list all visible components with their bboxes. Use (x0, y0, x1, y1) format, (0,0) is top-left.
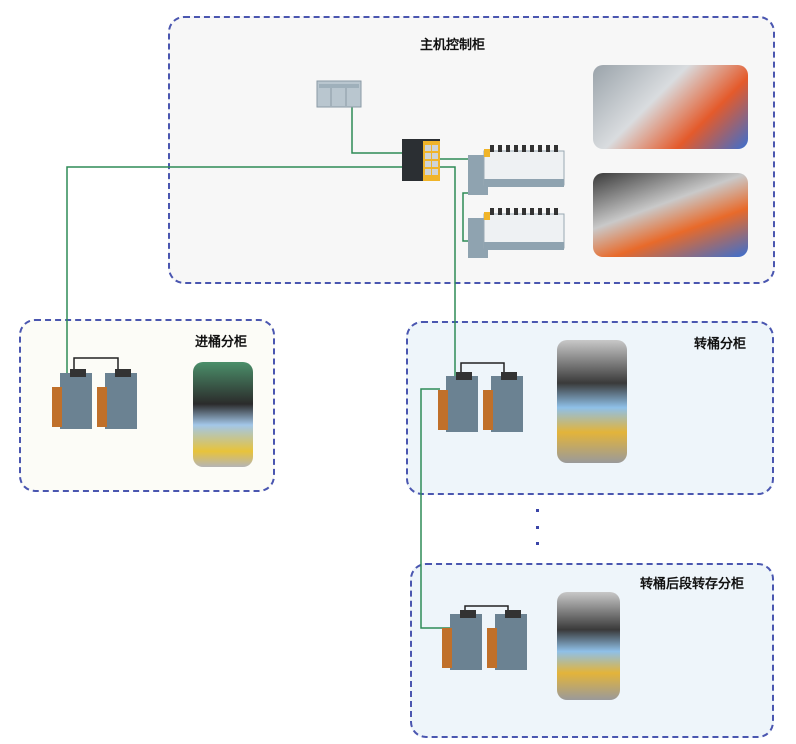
valve-manifold-photo (593, 173, 748, 257)
valve-manifold-photo (593, 65, 748, 149)
remote-io-module-pair-icon (442, 610, 527, 670)
ellipsis-dot (536, 542, 539, 545)
cabinet-title: 进桶分柜 (195, 335, 248, 350)
cabinet-wiring-photo (557, 592, 620, 700)
ethernet-switch-icon (402, 139, 440, 181)
cabinet-wiring-photo (557, 340, 627, 463)
ellipsis-dot (536, 526, 539, 529)
plc-controller-icon (316, 80, 362, 108)
cabinet-title: 转桶后段转存分柜 (640, 577, 745, 592)
valve-island-io-module-icon (468, 145, 565, 195)
cabinet-title: 主机控制柜 (420, 38, 486, 53)
valve-island-io-module-icon (468, 208, 565, 258)
cabinet-title: 转桶分柜 (694, 337, 747, 352)
ellipsis-dot (536, 509, 539, 512)
remote-io-module-pair-icon (52, 369, 137, 429)
remote-io-module-pair-icon (438, 372, 523, 432)
cabinet-wiring-photo (193, 362, 253, 467)
